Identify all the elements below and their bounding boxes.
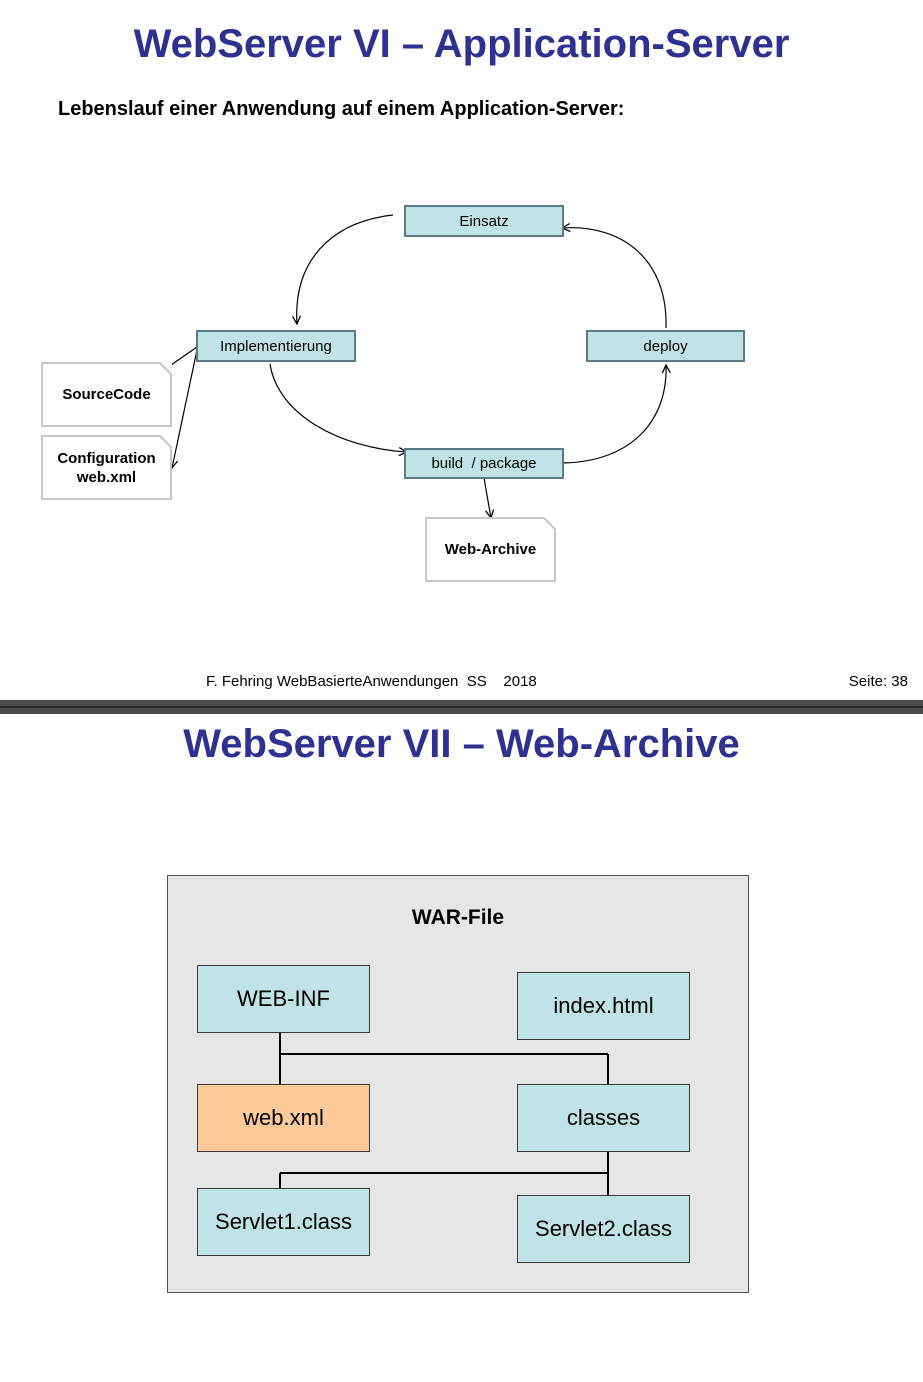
slide-web-archive: WebServer VII – Web-Archive WAR-File WEB… (0, 714, 923, 1382)
footer-page-number: Seite: 38 (848, 673, 908, 690)
war-file-container: WAR-File WEB-INF index.html web.xml clas… (167, 875, 749, 1293)
slide-title: WebServer VI – Application-Server (133, 22, 790, 66)
box-classes: classes (517, 1084, 690, 1152)
document-shape-icon (41, 435, 172, 500)
box-classes-label: classes (566, 1105, 641, 1130)
box-servlet2-label: Servlet2.class (535, 1216, 672, 1241)
box-servlet2-class: Servlet2.class (517, 1195, 690, 1263)
document-shape-icon (425, 517, 556, 582)
arrow-build-to-deploy (561, 365, 666, 464)
lifecycle-arrows (0, 214, 923, 700)
box-servlet1-label: Servlet1.class (215, 1209, 352, 1234)
box-build-label: build / package (431, 455, 537, 472)
doc-webarchive: Web-Archive (425, 517, 556, 582)
war-file-title: WAR-File (411, 906, 505, 929)
doc-sourcecode: SourceCode (41, 362, 172, 427)
doc-configuration-line2: web.xml (76, 468, 137, 486)
box-build-package: build / package (404, 448, 564, 479)
box-servlet1-class: Servlet1.class (197, 1188, 370, 1256)
box-web-xml: web.xml (197, 1084, 370, 1152)
document-shape-icon (41, 362, 172, 427)
box-deploy-label: deploy (643, 337, 688, 355)
box-index-html-label: index.html (553, 993, 654, 1018)
box-einsatz: Einsatz (404, 205, 564, 237)
arrow-build-to-webarchive (483, 477, 491, 518)
slide-divider-line (0, 706, 923, 708)
doc-sourcecode-label: SourceCode (62, 386, 151, 403)
footer-course-info: F. Fehring WebBasierteAnwendungen SS 201… (206, 673, 537, 690)
slide-application-server: WebServer VI – Application-Server Lebens… (0, 22, 923, 700)
box-implementierung: Implementierung (196, 330, 356, 362)
doc-configuration-line1: Configuration (57, 449, 156, 467)
arrow-deploy-to-einsatz (562, 228, 667, 329)
doc-configuration-label: Configuration web.xml (57, 449, 155, 487)
arrow-implementierung-to-build (269, 363, 407, 452)
box-implementierung-label: Implementierung (220, 337, 332, 355)
box-web-xml-label: web.xml (243, 1105, 324, 1130)
box-deploy: deploy (586, 330, 745, 362)
doc-webarchive-label: Web-Archive (444, 541, 537, 558)
box-web-inf: WEB-INF (197, 965, 370, 1033)
arrow-einsatz-to-implementierung (297, 214, 394, 324)
slide-subtitle: Lebenslauf einer Anwendung auf einem App… (58, 98, 625, 120)
box-einsatz-label: Einsatz (459, 212, 509, 230)
war-tree-connectors (279, 1032, 609, 1196)
arrow-implementierung-to-configuration (172, 349, 198, 468)
box-index-html: index.html (517, 972, 690, 1040)
slide-title: WebServer VII – Web-Archive (183, 722, 740, 766)
doc-configuration: Configuration web.xml (41, 435, 172, 500)
box-web-inf-label: WEB-INF (237, 986, 330, 1011)
